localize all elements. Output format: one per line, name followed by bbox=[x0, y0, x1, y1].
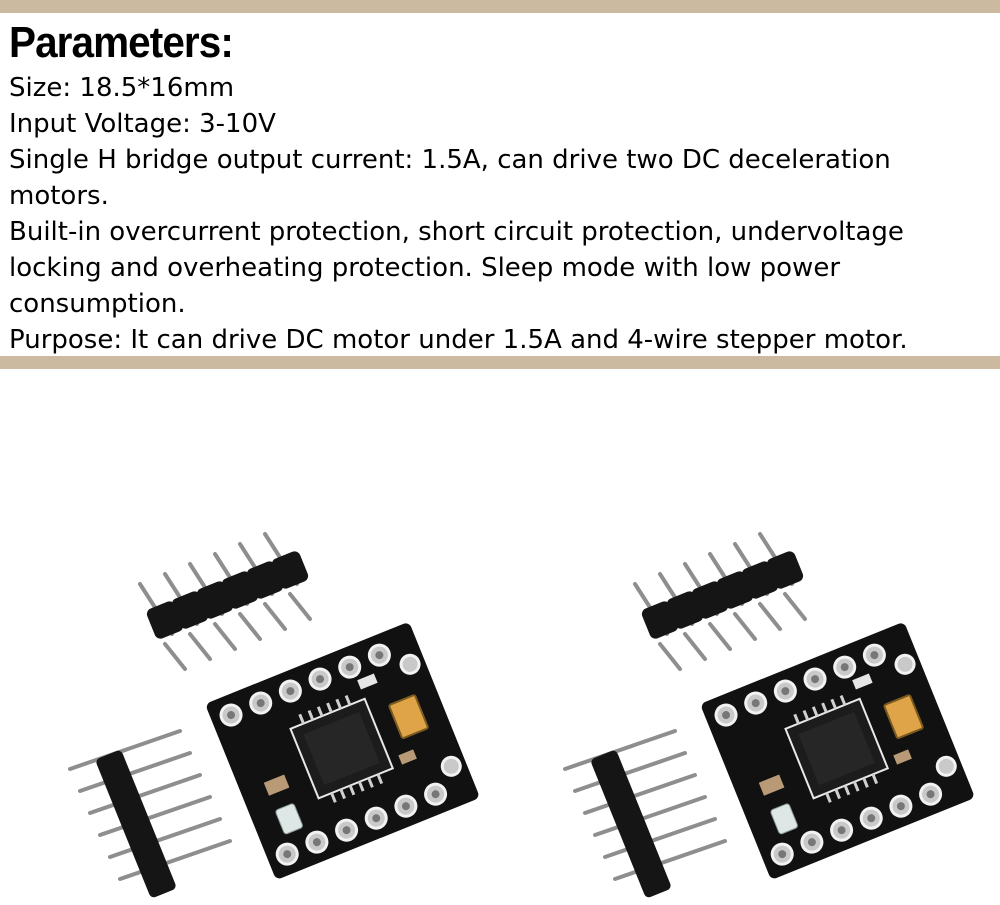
driver-module-right bbox=[563, 532, 978, 901]
top-divider-band bbox=[0, 0, 1000, 13]
spec-output-current: Single H bridge output current: 1.5A, ca… bbox=[9, 145, 891, 211]
parameters-section: Parameters: Size: 18.5*16mm Input Voltag… bbox=[9, 20, 994, 358]
parameters-heading: Parameters: bbox=[9, 18, 234, 67]
spec-protection: Built-in overcurrent protection, short c… bbox=[9, 217, 904, 319]
bottom-divider-band bbox=[0, 356, 1000, 369]
product-photo bbox=[0, 369, 1000, 905]
driver-module-left bbox=[68, 532, 483, 901]
product-illustration bbox=[68, 532, 978, 901]
spec-purpose: Purpose: It can drive DC motor under 1.5… bbox=[9, 325, 908, 355]
spec-size: Size: 18.5*16mm bbox=[9, 73, 235, 103]
spec-input-voltage: Input Voltage: 3-10V bbox=[9, 109, 276, 139]
